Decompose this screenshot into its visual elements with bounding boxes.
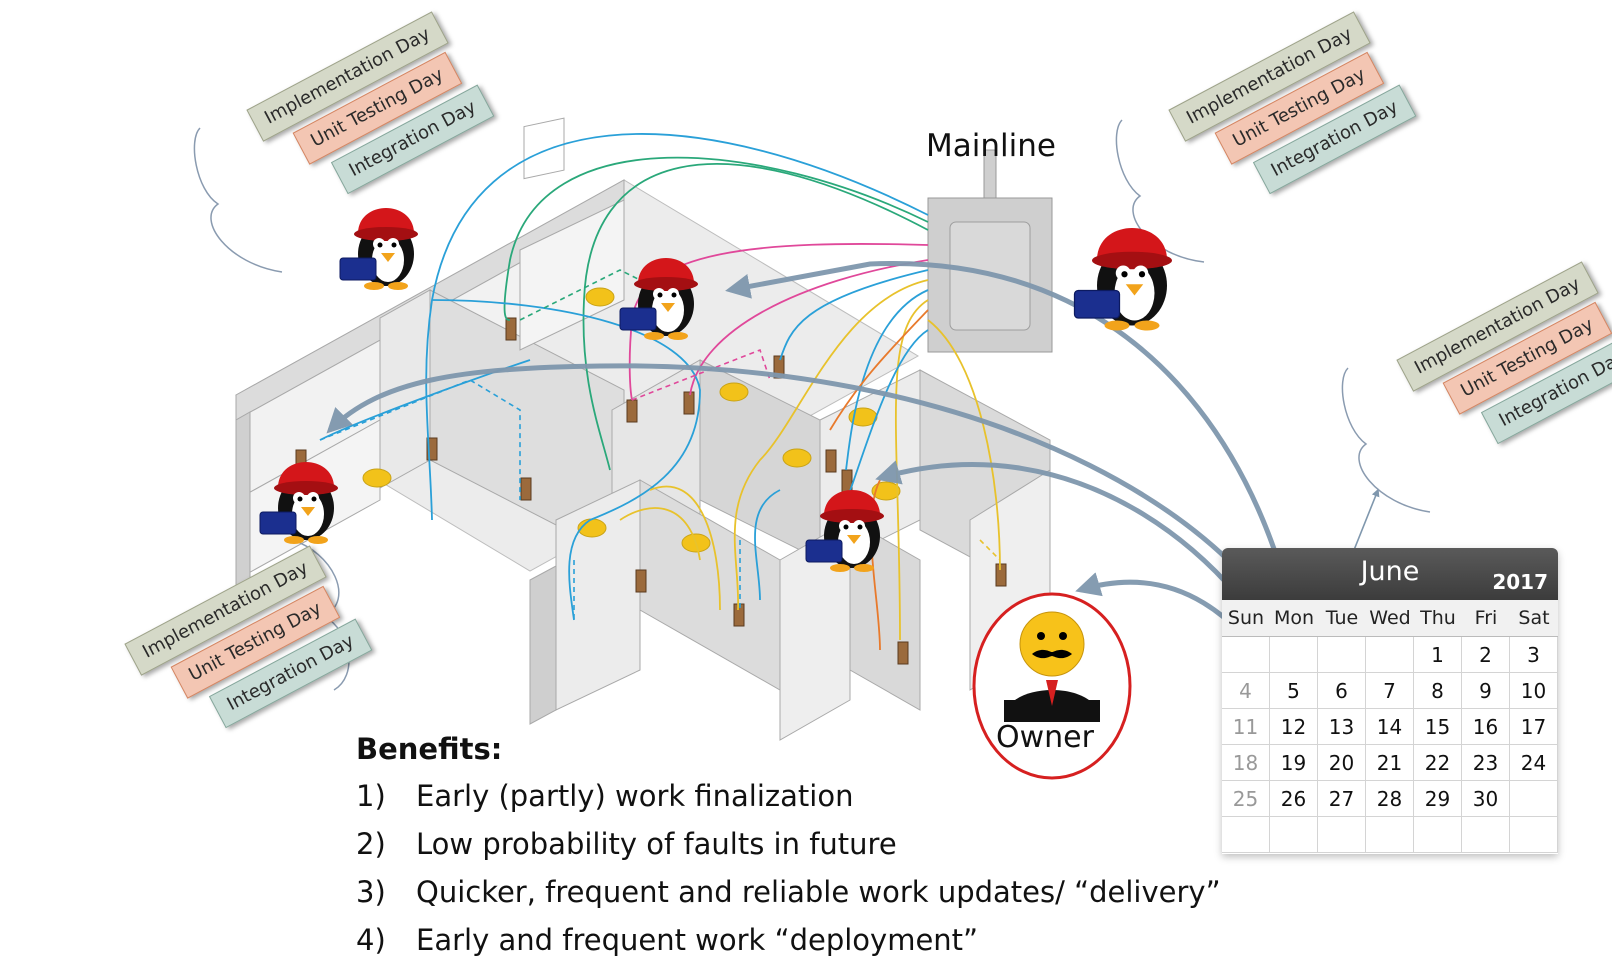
calendar-date-cell[interactable]: 27 — [1318, 781, 1366, 817]
calendar-date-cell[interactable] — [1462, 817, 1510, 853]
benefit-item: 3) Quicker, frequent and reliable work up… — [356, 868, 1221, 916]
worker-penguin-icon — [1073, 228, 1172, 331]
weekday-label: Sun — [1227, 607, 1265, 629]
worker-penguin-icon — [339, 208, 418, 290]
calendar-date-cell[interactable]: 14 — [1366, 709, 1414, 745]
owner-label: Owner — [996, 720, 1094, 755]
mainline-panel — [927, 149, 1053, 353]
calendar-date-cell[interactable]: 15 — [1414, 709, 1462, 745]
benefit-number: 4) — [356, 923, 386, 957]
benefit-text: Early and frequent work “deployment” — [416, 923, 979, 957]
benefit-text: Low probability of faults in future — [416, 827, 897, 861]
calendar-date-cell[interactable]: 24 — [1510, 745, 1558, 781]
calendar-year: 2017 — [1492, 570, 1548, 594]
calendar-date-cell[interactable] — [1414, 817, 1462, 853]
benefit-item: 4) Early and frequent work “deployment” — [356, 916, 1221, 964]
benefit-number: 1) — [356, 779, 386, 813]
weekday-label: Fri — [1474, 607, 1498, 629]
calendar-date-cell[interactable]: 8 — [1414, 673, 1462, 709]
owner-icon — [972, 592, 1132, 780]
wires — [319, 133, 1001, 651]
calendar-date-cell[interactable] — [1510, 817, 1558, 853]
calendar-date-cell[interactable]: 7 — [1366, 673, 1414, 709]
calendar-date-cell[interactable] — [1318, 817, 1366, 853]
mainline-label: Mainline — [926, 128, 1056, 164]
calendar-date-cell[interactable]: 5 — [1270, 673, 1318, 709]
benefit-number: 2) — [356, 827, 386, 861]
worker-penguin-icon — [259, 462, 338, 544]
weekday-label: Mon — [1273, 607, 1315, 629]
calendar-date-cell[interactable]: 4 — [1222, 673, 1270, 709]
calendar-date-cell[interactable]: 6 — [1318, 673, 1366, 709]
benefit-item: 1) Early (partly) work finalization — [356, 772, 1221, 820]
calendar-date-cell[interactable]: 19 — [1270, 745, 1318, 781]
calendar-date-cell[interactable]: 20 — [1318, 745, 1366, 781]
dashed-wires — [319, 269, 1001, 620]
worker-penguin-icon — [805, 490, 884, 572]
calendar-date-cell[interactable]: 23 — [1462, 745, 1510, 781]
calendar-date-cell[interactable]: 16 — [1462, 709, 1510, 745]
calendar-date-cell[interactable]: 12 — [1270, 709, 1318, 745]
calendar-date-cell[interactable]: 10 — [1510, 673, 1558, 709]
benefit-text: Early (partly) work finalization — [416, 779, 854, 813]
calendar-date-cell[interactable]: 13 — [1318, 709, 1366, 745]
calendar-date-cell[interactable] — [1270, 817, 1318, 853]
benefit-text: Quicker, frequent and reliable work upda… — [416, 875, 1221, 909]
worker-penguin-icon — [619, 258, 698, 340]
benefits-title: Benefits: — [356, 732, 503, 766]
weekday-label: Sat — [1518, 607, 1550, 629]
calendar-date-cell[interactable]: 2 — [1462, 637, 1510, 673]
benefit-number: 3) — [356, 875, 386, 909]
calendar-date-cell[interactable] — [1270, 637, 1318, 673]
calendar-date-cell[interactable]: 9 — [1462, 673, 1510, 709]
calendar-date-cell[interactable]: 28 — [1366, 781, 1414, 817]
calendar-date-cell[interactable]: 21 — [1366, 745, 1414, 781]
calendar-date-cell[interactable] — [1318, 637, 1366, 673]
calendar-date-cell[interactable] — [1222, 817, 1270, 853]
calendar-date-cell[interactable]: 18 — [1222, 745, 1270, 781]
calendar-date-cell[interactable] — [1510, 781, 1558, 817]
calendar-weekday-row: Sun Mon Tue Wed Thu Fri Sat — [1222, 600, 1558, 637]
calendar-date-cell[interactable]: 11 — [1222, 709, 1270, 745]
calendar-date-cell[interactable]: 3 — [1510, 637, 1558, 673]
calendar-month: June — [1360, 556, 1420, 587]
calendar-date-cell[interactable]: 25 — [1222, 781, 1270, 817]
calendar-header: June 2017 — [1222, 548, 1558, 600]
weekday-label: Tue — [1325, 607, 1359, 629]
calendar-date-cell[interactable]: 30 — [1462, 781, 1510, 817]
weekday-label: Thu — [1420, 607, 1456, 629]
weekday-label: Wed — [1369, 607, 1411, 629]
benefit-item: 2) Low probability of faults in future — [356, 820, 1221, 868]
calendar-date-cell[interactable]: 29 — [1414, 781, 1462, 817]
calendar-date-cell[interactable] — [1222, 637, 1270, 673]
calendar-date-cell[interactable]: 17 — [1510, 709, 1558, 745]
calendar-date-cell[interactable] — [1366, 817, 1414, 853]
calendar-date-cell[interactable]: 22 — [1414, 745, 1462, 781]
calendar-date-cell[interactable]: 26 — [1270, 781, 1318, 817]
calendar-date-cell[interactable]: 1 — [1414, 637, 1462, 673]
benefits-section: Benefits: 1) Early (partly) work finaliza… — [356, 732, 1221, 964]
calendar-date-cell[interactable] — [1366, 637, 1414, 673]
